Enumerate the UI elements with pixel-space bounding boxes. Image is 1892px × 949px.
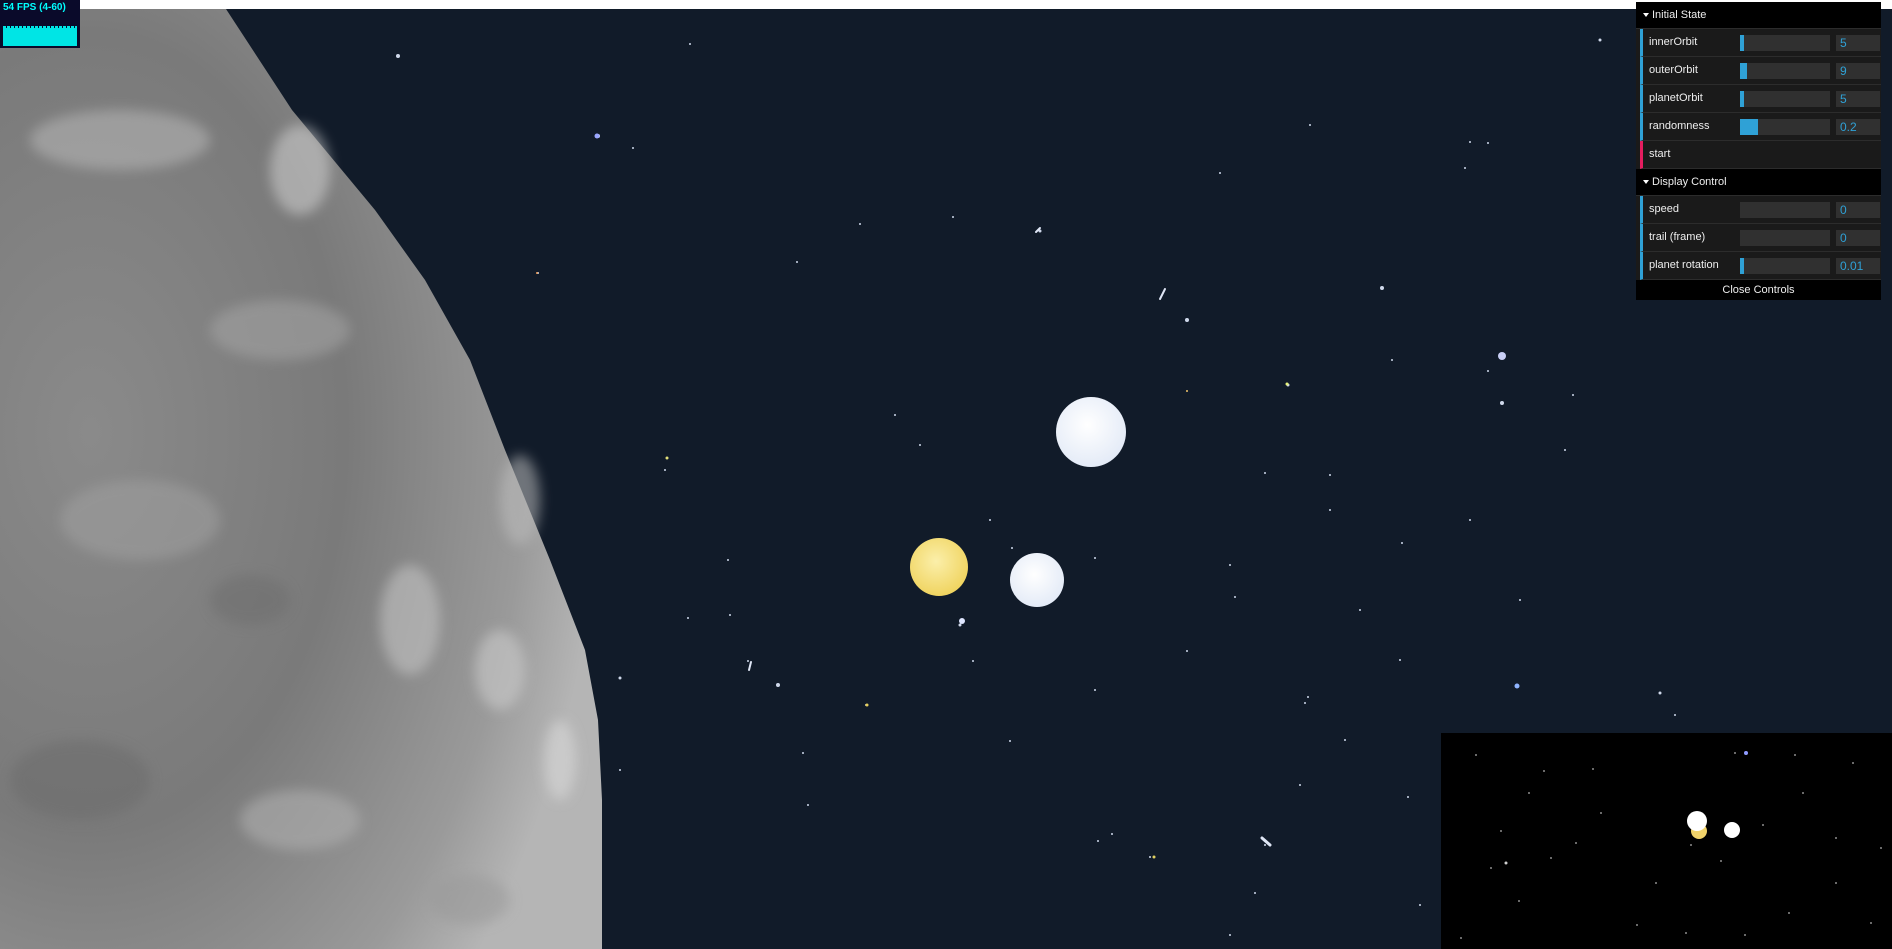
moon [0, 9, 602, 949]
tiny-star [959, 618, 965, 624]
planet-orbit-input[interactable]: 5 [1836, 91, 1880, 107]
streak-stars [748, 227, 1272, 847]
folder-initial-state[interactable]: Initial State [1636, 2, 1881, 29]
minimap-bright-star [1504, 861, 1508, 865]
minimap-svg [1460, 751, 1882, 939]
minimap-stars [1460, 752, 1882, 939]
yellow-star [910, 538, 968, 596]
outer-orbit-label: outerOrbit [1649, 64, 1698, 76]
planet-rotation-slider-fill [1740, 258, 1744, 274]
speed-slider[interactable] [1740, 202, 1830, 218]
randomness-input[interactable]: 0.2 [1836, 119, 1880, 135]
row-speed: speed 0 [1640, 196, 1881, 224]
folder-display-control[interactable]: Display Control [1636, 169, 1881, 196]
planet-orbit-slider-fill [1740, 91, 1744, 107]
speed-input[interactable]: 0 [1836, 202, 1880, 218]
planet-rotation-label: planet rotation [1649, 259, 1719, 271]
white-star-large [1056, 397, 1126, 467]
outer-orbit-slider-fill [1740, 63, 1748, 79]
fps-graph [3, 28, 77, 46]
row-inner-orbit: innerOrbit 5 [1640, 29, 1881, 57]
colored-stars [536, 133, 1520, 859]
row-outer-orbit: outerOrbit 9 [1640, 57, 1881, 85]
row-trail-frame: trail (frame) 0 [1640, 224, 1881, 252]
outer-orbit-slider[interactable] [1740, 63, 1830, 79]
moon-texture [10, 110, 576, 925]
top-strip [0, 0, 1892, 9]
inner-orbit-slider-fill [1740, 35, 1744, 51]
minimap-white-star-large [1687, 811, 1707, 831]
row-planet-rotation: planet rotation 0.01 [1640, 252, 1881, 280]
randomness-label: randomness [1649, 120, 1710, 132]
inner-orbit-label: innerOrbit [1649, 36, 1698, 48]
planet-orbit-slider[interactable] [1740, 91, 1830, 107]
planet-rotation-slider[interactable] [1740, 258, 1830, 274]
fps-readout: 54 FPS (4-60) [3, 2, 66, 13]
inner-orbit-input[interactable]: 5 [1836, 35, 1880, 51]
speed-label: speed [1649, 203, 1679, 215]
white-star-small [1010, 553, 1064, 607]
controls-panel: Initial State innerOrbit 5 outerOrbit 9 … [1636, 2, 1881, 300]
trail-frame-label: trail (frame) [1649, 231, 1706, 243]
close-controls-button[interactable]: Close Controls [1636, 280, 1881, 300]
trail-frame-input[interactable]: 0 [1836, 230, 1880, 246]
start-button[interactable]: start [1640, 141, 1881, 169]
minimap-white-star-small [1724, 822, 1740, 838]
fps-stats-panel[interactable]: 54 FPS (4-60) [0, 0, 80, 48]
planet-rotation-input[interactable]: 0.01 [1836, 258, 1880, 274]
row-randomness: randomness 0.2 [1640, 113, 1881, 141]
minimap-blue-star [1744, 751, 1748, 755]
outer-orbit-input[interactable]: 9 [1836, 63, 1880, 79]
minimap-view [1441, 733, 1892, 949]
trail-frame-slider[interactable] [1740, 230, 1830, 246]
randomness-slider-fill [1740, 119, 1758, 135]
inner-orbit-slider[interactable] [1740, 35, 1830, 51]
start-button-label: start [1649, 148, 1671, 160]
row-planet-orbit: planetOrbit 5 [1640, 85, 1881, 113]
randomness-slider[interactable] [1740, 119, 1830, 135]
planet-orbit-label: planetOrbit [1649, 92, 1703, 104]
